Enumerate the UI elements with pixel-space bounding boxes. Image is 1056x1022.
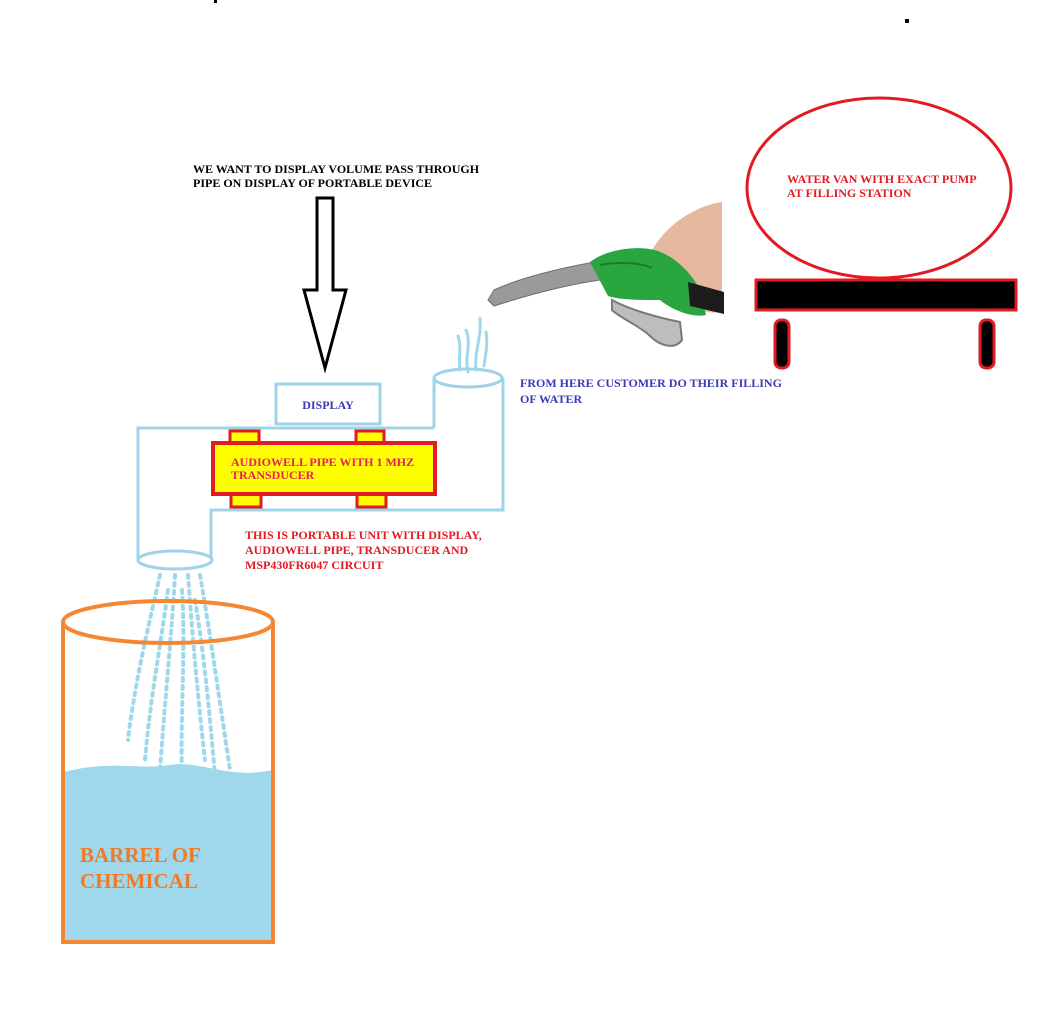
barrel-water <box>64 764 272 942</box>
audiowell-pipe-body <box>211 441 437 496</box>
van-wheel-right <box>978 318 996 370</box>
instruction-label: WE WANT TO DISPLAY VOLUME PASS THROUGH P… <box>193 162 480 190</box>
pipe-label: AUDIOWELL PIPE WITH 1 MHZ TRANSDUCER <box>231 455 415 482</box>
pipe-outline <box>136 378 505 560</box>
van-tank <box>745 96 1013 280</box>
pipe-outlet-bottom <box>136 549 214 571</box>
fuel-nozzle-icon <box>487 202 724 347</box>
water-stream <box>126 573 232 777</box>
van-wheel-left <box>773 318 791 370</box>
portable-unit-label: THIS IS PORTABLE UNIT WITH DISPLAY, AUDI… <box>245 528 482 572</box>
stray-dot <box>905 19 909 23</box>
van-platform <box>754 278 1018 312</box>
down-arrow-icon <box>302 196 348 374</box>
water-van-label: WATER VAN WITH EXACT PUMP AT FILLING STA… <box>787 172 977 200</box>
customer-filling-label: FROM HERE CUSTOMER DO THEIR FILLING OF W… <box>520 376 782 406</box>
display-label: DISPLAY <box>302 398 354 412</box>
barrel-body <box>61 622 275 944</box>
stray-dot <box>214 0 217 3</box>
water-splash-outlet <box>456 316 489 374</box>
display-box <box>274 382 382 426</box>
barrel-rim <box>61 599 275 645</box>
barrel-label: BARREL OF CHEMICAL <box>80 843 201 893</box>
water-van-icon <box>745 96 1018 370</box>
